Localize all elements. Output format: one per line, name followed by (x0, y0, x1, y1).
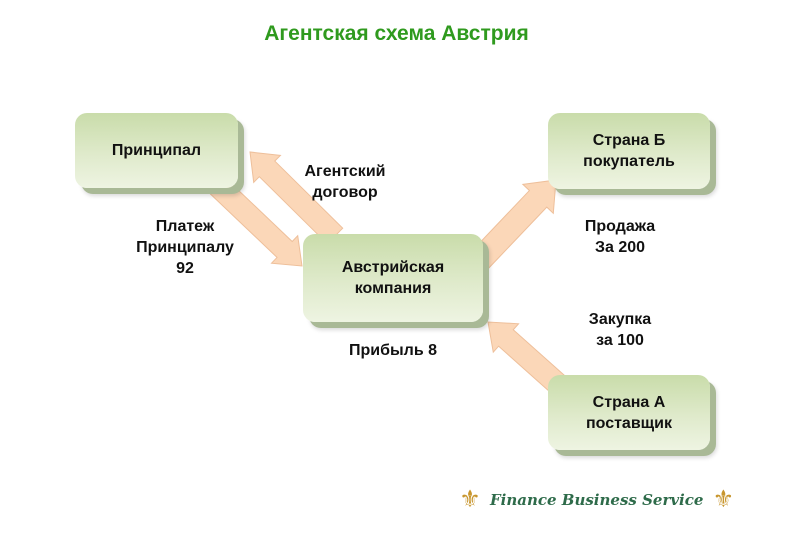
label-line: Платеж (155, 218, 215, 235)
label-line: Принципалу (136, 239, 234, 256)
arrow-purchase (487, 321, 571, 397)
node-country-b: Страна Б покупатель (548, 113, 710, 189)
arrow-agent-contract (249, 151, 344, 245)
node-label: компания (354, 280, 432, 297)
label-line: Продажа (584, 218, 656, 235)
label-sale: Продажа За 200 (565, 216, 675, 258)
label-line: За 200 (594, 239, 646, 256)
label-line: договор (312, 184, 378, 201)
node-label: поставщик (585, 414, 673, 432)
node-country-a: Страна А поставщик (548, 375, 710, 450)
node-label: Страна А (592, 393, 666, 411)
lion-icon: ⚜ (712, 486, 735, 513)
label-line: 92 (176, 260, 194, 277)
node-label: Принципал (111, 142, 202, 159)
node-label: Страна Б (592, 132, 666, 149)
label-purchase: Закупка за 100 (565, 309, 675, 351)
arrow-payment (209, 177, 303, 267)
node-label: Австрийская (341, 259, 445, 276)
label-profit: Прибыль 8 (349, 342, 437, 359)
node-principal: Принципал (75, 113, 238, 188)
label-line: Агентский (304, 163, 386, 180)
label-line: Закупка (588, 311, 652, 328)
label-line: за 100 (596, 332, 644, 349)
label-agent-contract: Агентский договор (290, 161, 400, 203)
diagram-title: Агентская схема Австрия (264, 22, 529, 45)
lion-icon: ⚜ (459, 486, 481, 513)
node-austrian-company: Австрийская компания (303, 234, 483, 322)
logo: ⚜ Finance Business Service ⚜ (458, 486, 735, 514)
node-label: покупатель (583, 153, 675, 170)
logo-text: Finance Business Service (490, 491, 704, 509)
